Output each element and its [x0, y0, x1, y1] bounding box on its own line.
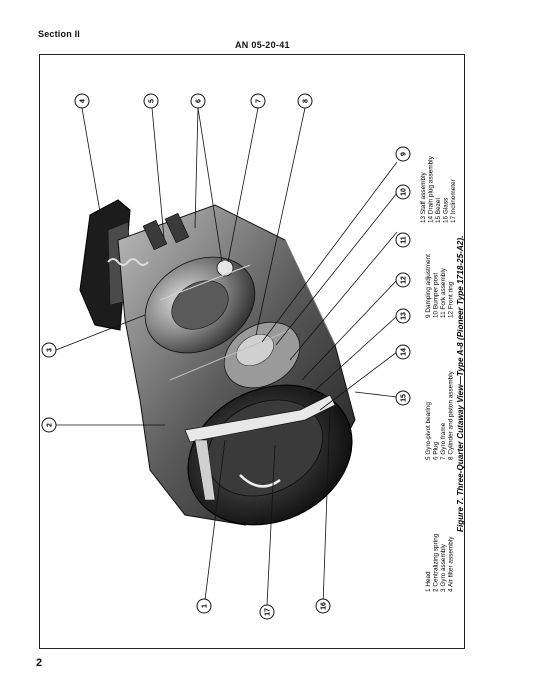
svg-text:13 Staff assembly: 13 Staff assembly	[420, 172, 427, 223]
document-number: AN 05-20-41	[235, 40, 290, 50]
svg-text:10: 10	[401, 188, 408, 196]
svg-text:12: 12	[401, 276, 408, 284]
svg-text:3 Gyro assembly: 3 Gyro assembly	[440, 543, 447, 592]
callout-8: 8	[297, 93, 313, 109]
svg-text:15 Bezel: 15 Bezel	[435, 198, 442, 223]
callout-3: 3	[41, 342, 57, 358]
svg-text:15: 15	[401, 394, 408, 402]
legend-col-4: 13 Staff assembly 14 Drain plug assembly…	[420, 155, 457, 223]
svg-text:9: 9	[401, 152, 408, 156]
svg-text:5 Gyro-pivot bearing: 5 Gyro-pivot bearing	[425, 402, 432, 460]
svg-text:Figure 7. Three-Quarter Cutawa: Figure 7. Three-Quarter Cutaway View—Typ…	[456, 236, 465, 532]
parts-legend: 1 Head 2 Centralizing spring 3 Gyro asse…	[420, 155, 457, 592]
legend-col-1: 1 Head 2 Centralizing spring 3 Gyro asse…	[425, 533, 455, 592]
legend-col-2: 5 Gyro-pivot bearing 6 Plug 7 Gyro frame…	[425, 370, 455, 460]
callout-markers: 4 5 6 7 8 9 10 11 12 13 14 15 3 2 1 17 1…	[41, 93, 411, 620]
callout-14: 14	[395, 344, 411, 360]
callout-2: 2	[41, 417, 57, 433]
svg-text:14 Drain plug assembly: 14 Drain plug assembly	[428, 155, 435, 223]
legend-col-3: 9 Damping adjustment 10 Bumper post 11 F…	[425, 254, 455, 318]
svg-text:8 Cylinder and piston assembly: 8 Cylinder and piston assembly	[448, 370, 455, 460]
callout-7: 7	[250, 93, 266, 109]
page-number: 2	[36, 657, 43, 669]
svg-text:7 Gyro frame: 7 Gyro frame	[440, 422, 447, 460]
callout-9: 9	[395, 146, 411, 162]
svg-text:2 Centralizing spring: 2 Centralizing spring	[433, 533, 440, 592]
svg-text:10 Bumper post: 10 Bumper post	[433, 273, 440, 318]
svg-text:4 Air filter assembly: 4 Air filter assembly	[448, 536, 455, 592]
figure-caption: Figure 7. Three-Quarter Cutaway View—Typ…	[456, 236, 465, 532]
figure-frame	[39, 54, 465, 649]
svg-text:5: 5	[149, 99, 156, 103]
svg-text:3: 3	[47, 348, 54, 352]
callout-5: 5	[143, 93, 159, 109]
svg-text:7: 7	[256, 99, 263, 103]
callout-12: 12	[395, 272, 411, 288]
callout-13: 13	[395, 308, 411, 324]
svg-text:1 Head: 1 Head	[425, 571, 432, 592]
svg-text:8: 8	[303, 99, 310, 103]
svg-text:11 Fork assembly: 11 Fork assembly	[440, 267, 447, 318]
callout-17: 17	[259, 604, 275, 620]
svg-text:17: 17	[265, 608, 272, 616]
svg-text:12 Front ring: 12 Front ring	[448, 281, 455, 318]
callout-16: 16	[315, 598, 331, 614]
svg-text:6: 6	[196, 99, 203, 103]
callout-4: 4	[74, 93, 90, 109]
svg-text:11: 11	[401, 236, 408, 244]
callout-11: 11	[395, 232, 411, 248]
svg-text:4: 4	[80, 99, 87, 103]
svg-text:6 Plug: 6 Plug	[433, 441, 440, 460]
callout-6: 6	[190, 93, 206, 109]
svg-text:16: 16	[321, 602, 328, 610]
section-label: Section II	[38, 29, 81, 39]
callout-10: 10	[395, 184, 411, 200]
svg-text:2: 2	[47, 423, 54, 427]
callout-15: 15	[395, 390, 411, 406]
instrument-illustration	[79, 199, 356, 526]
svg-text:16 Glass: 16 Glass	[443, 198, 450, 223]
svg-text:1: 1	[202, 604, 209, 608]
svg-text:13: 13	[401, 312, 408, 320]
svg-text:17 Inclinometer: 17 Inclinometer	[450, 178, 457, 223]
svg-text:14: 14	[401, 348, 408, 356]
svg-text:9 Damping adjustment: 9 Damping adjustment	[425, 254, 432, 318]
callout-1: 1	[196, 598, 212, 614]
leader-lines	[55, 107, 398, 606]
